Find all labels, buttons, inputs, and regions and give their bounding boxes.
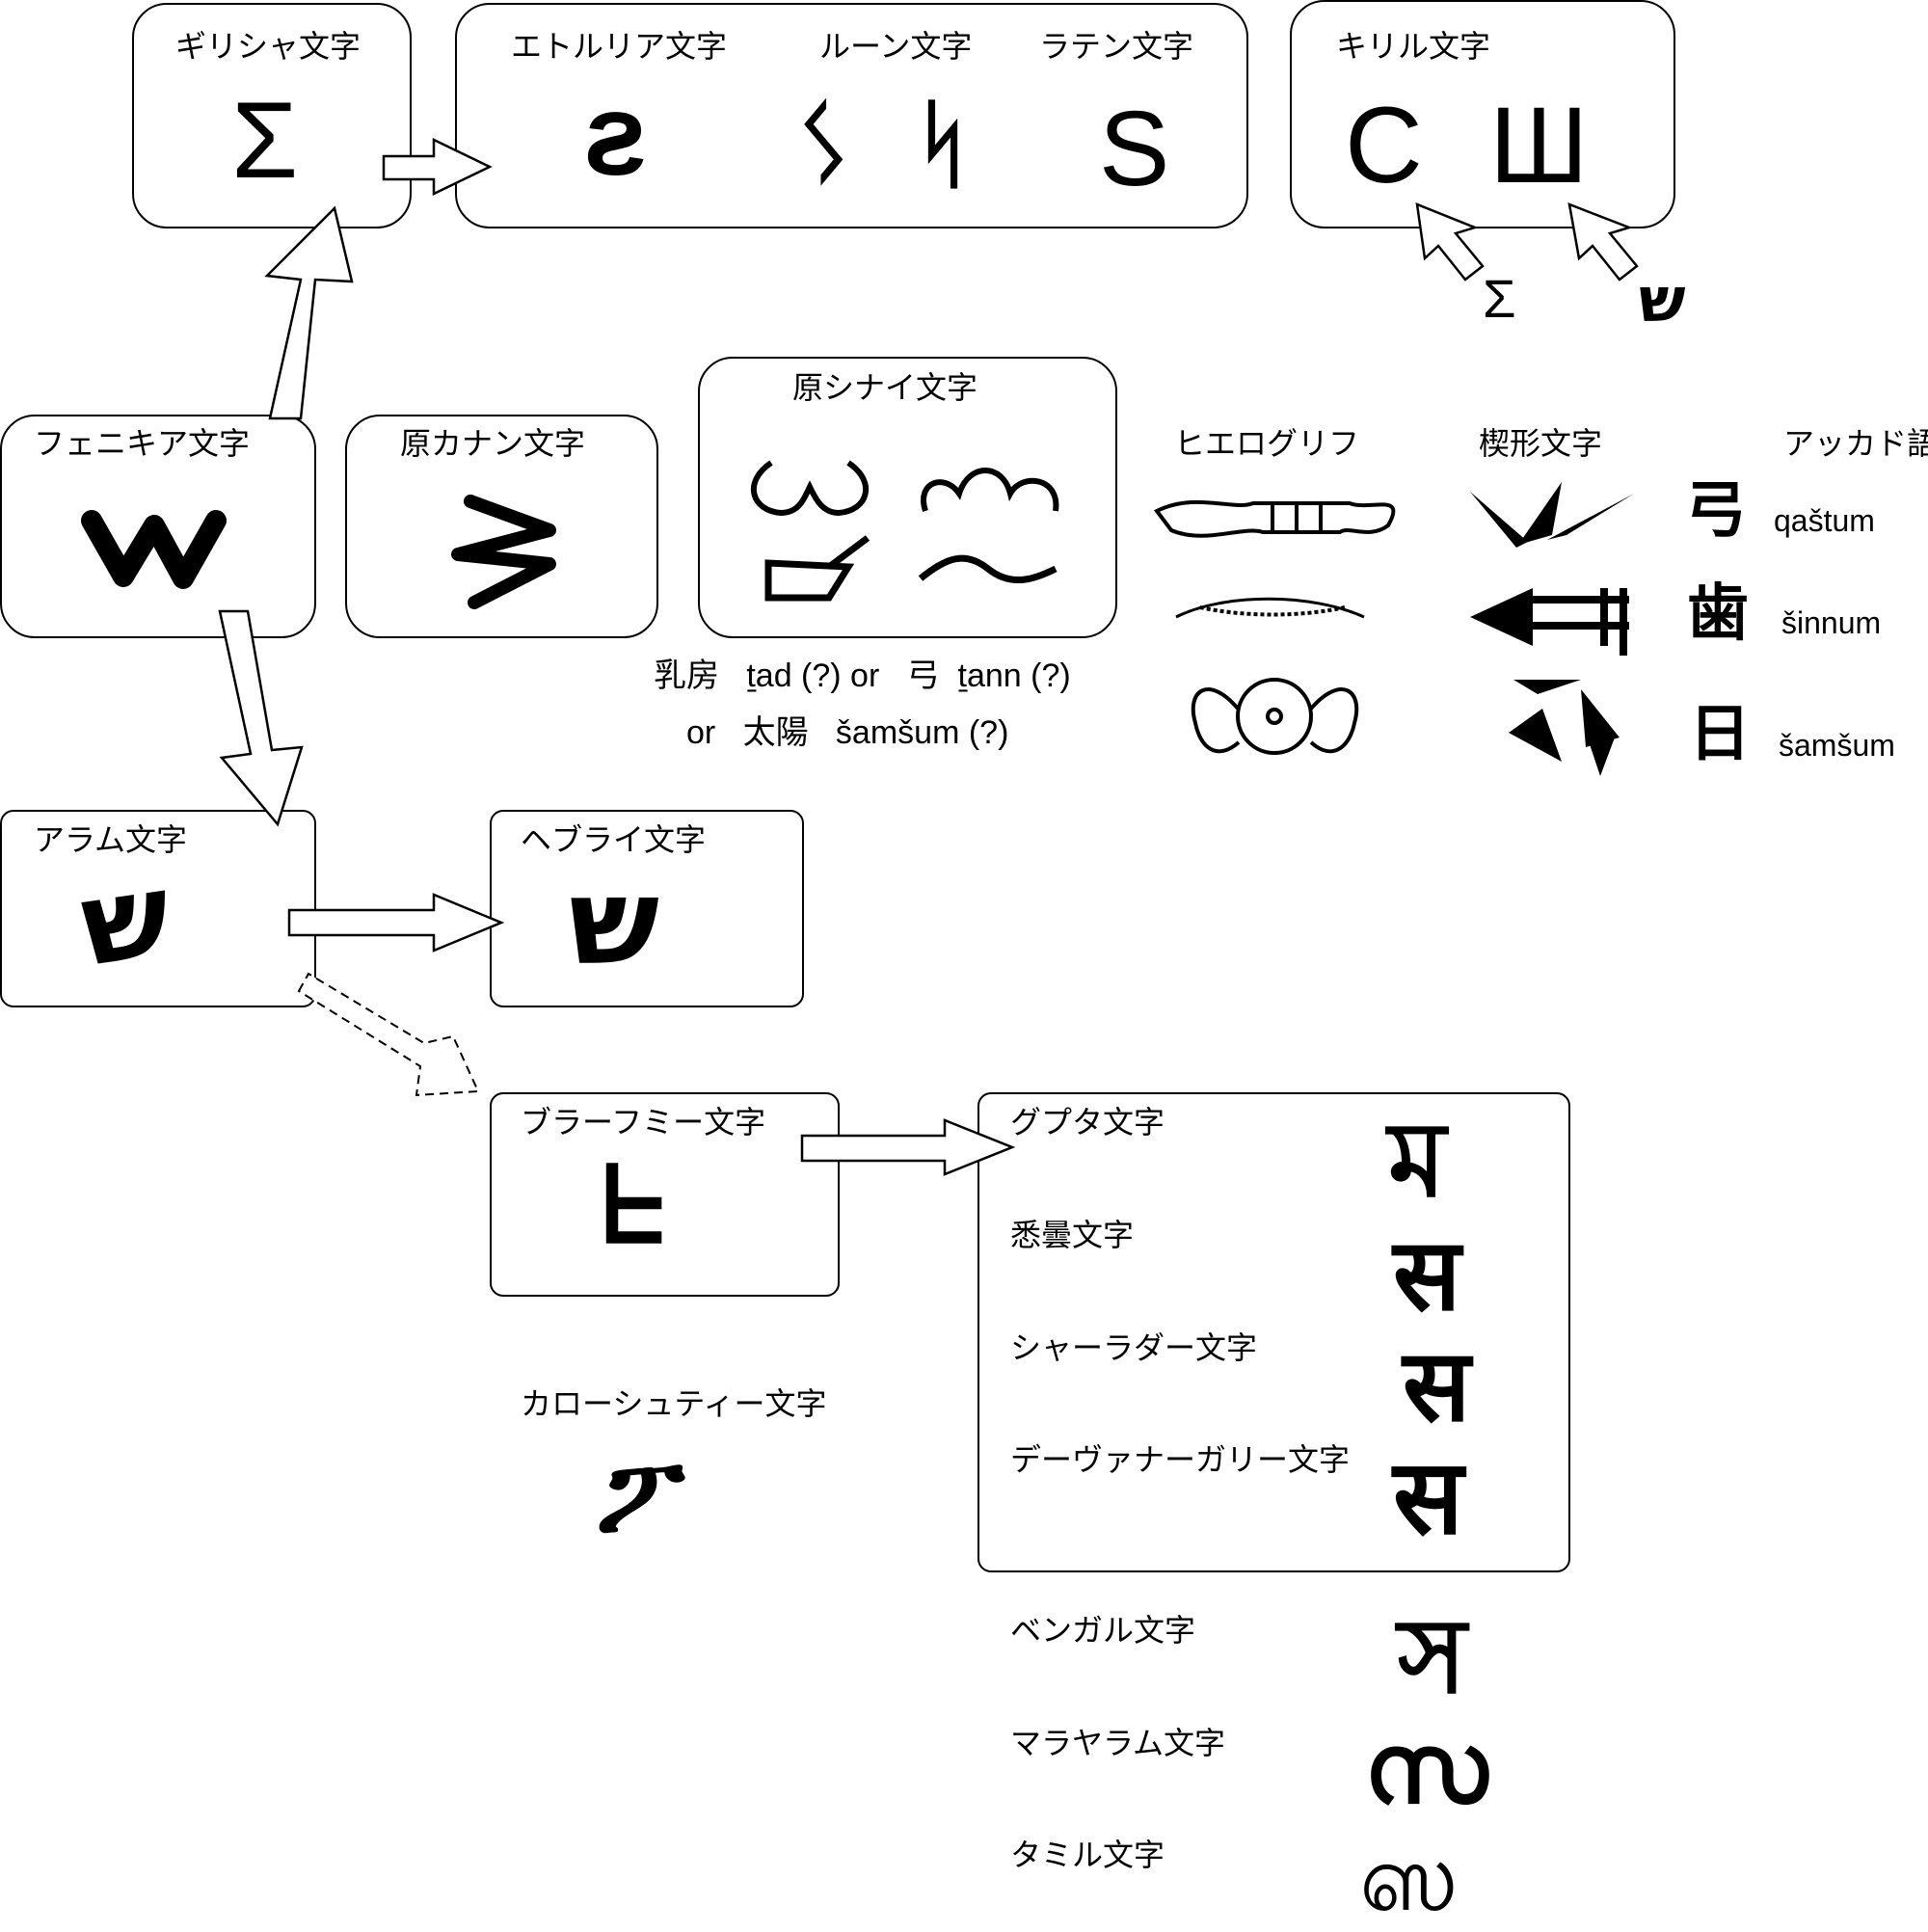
runic-sowilo-glyph: ᛊ [795,88,853,201]
hieroglyph-sun [1191,678,1359,755]
cuneiform-tooth [1470,588,1629,656]
sinaitic-m-glyph [921,468,1059,512]
arrow-aramaic-to-hebrew [287,893,505,953]
kharosthi-sa-glyph: ፖ [598,1433,685,1556]
tamil-label: タミル文字 [1010,1837,1165,1873]
bengali-sa-glyph: স [1398,1597,1467,1717]
greek-sigma-glyph: Σ [231,80,299,201]
malayalam-label: マラヤラム文字 [1010,1725,1226,1761]
proto-canaanite-label: 原カナン文字 [400,425,586,462]
hebrew-shin-glyph: ש [569,853,660,992]
proto-sinaitic-label: 原シナイ文字 [792,369,978,406]
akkadian-sinnum: šinnum [1781,605,1882,640]
arrow-aramaic-to-brahmi-dashed [297,972,480,1097]
etruscan-s-glyph: ƨ [583,70,648,200]
aramaic-label: アラム文字 [34,821,188,858]
western-scripts-box [455,3,1248,228]
akkadian-samsum: šamšum [1779,728,1895,763]
note-samsum: šamšum (?) [835,714,1009,751]
cyrillic-box [1290,0,1675,228]
sharada-sa-glyph: स [1403,1327,1471,1444]
source-sigma-glyph: Σ [1483,268,1516,329]
greek-box [132,3,412,228]
sinaitic-wave-glyph [918,554,1058,584]
phoenician-label: フェニキア文字 [34,425,251,462]
arrow-brahmi-to-gupta [800,1118,1016,1176]
cyrillic-sha-glyph: Ш [1489,85,1589,205]
brahmi-box [490,1092,840,1297]
cuneiform-sun [1509,680,1620,776]
gupta-label: グプタ文字 [1010,1104,1165,1140]
cuneiform-column-label: 楔形文字 [1479,425,1603,462]
runic-label: ルーン文字 [819,28,973,65]
sinaitic-note-line1: 乳房 ṯad (?) or 弓 ṯann (?) [654,649,1071,696]
aramaic-shin-glyph: ש [72,847,179,993]
proto-canaanite-box [345,415,658,638]
siddham-label: 悉曇文字 [1010,1217,1135,1253]
sinaitic-note-line2: or 太陽 šamšum (?) [686,706,1008,753]
malayalam-sa-glyph: സ [1364,1712,1488,1825]
note-tann: ṯann (?) [957,657,1071,694]
aramaic-box [0,810,316,1007]
cyrillic-es-glyph: С [1345,85,1423,205]
akkadian-bow-kanji: 弓 [1685,475,1747,547]
arrow-sigma-to-cyrillic-s [1415,202,1485,282]
note-breast: 乳房 [654,657,719,695]
source-shin-glyph: ש [1639,265,1686,336]
cyrillic-label: キリル文字 [1336,28,1491,65]
greek-label: ギリシャ文字 [175,28,362,65]
arrow-phoenician-to-aramaic [218,609,304,827]
devanagari-sa-glyph: स [1393,1437,1464,1558]
akkadian-column-label: アッカド語 [1783,425,1928,462]
cuneiform-bow [1470,482,1634,548]
sharada-label: シャーラダー文字 [1010,1329,1258,1366]
hieroglyph-tooth [1175,597,1365,619]
bengali-label: ベンガル文字 [1010,1612,1196,1649]
arrow-greek-to-latin [382,138,493,196]
arrow-phoenician-to-greek [264,205,354,420]
gupta-group-box [977,1092,1570,1572]
sinaitic-bow-glyph [764,535,870,602]
siddham-sa-glyph: स [1393,1216,1461,1333]
etruscan-label: エトルリア文字 [511,28,728,65]
runic-sowilo-variant-glyph: ᛋ [914,88,972,201]
hebrew-box [490,810,804,1007]
note-sun: 太陽 [742,713,809,752]
devanagari-label: デーヴァナーガリー文字 [1010,1441,1351,1478]
note-bow: 弓 [906,657,940,695]
hebrew-label: ヘブライ文字 [521,821,707,858]
note-tad: ṯad (?) or [746,657,880,694]
sinaitic-breast-glyph [750,460,870,517]
gupta-sa-glyph: ম [1388,1100,1446,1221]
brahmi-sa-glyph: ᖶ [602,1143,666,1267]
latin-s-glyph: S [1099,90,1170,208]
phoenician-shin-glyph [81,510,227,589]
hieroglyph-bow [1153,499,1396,538]
brahmi-label: ブラーフミー文字 [521,1104,766,1140]
proto-canaanite-shin-glyph [451,495,556,609]
note-or: or [686,714,716,751]
arrow-shin-to-cyrillic-sha [1567,202,1639,282]
latin-label: ラテン文字 [1039,28,1194,65]
tamil-sa-glyph: ஸ [1359,1824,1459,1932]
akkadian-tooth-kanji: 歯 [1687,578,1749,650]
kharosthi-label: カローシュティー文字 [521,1385,827,1422]
akkadian-sun-kanji: 日 [1689,699,1751,770]
hieroglyph-column-label: ヒエログリフ [1174,425,1360,462]
akkadian-qastum: qaštum [1774,503,1875,538]
